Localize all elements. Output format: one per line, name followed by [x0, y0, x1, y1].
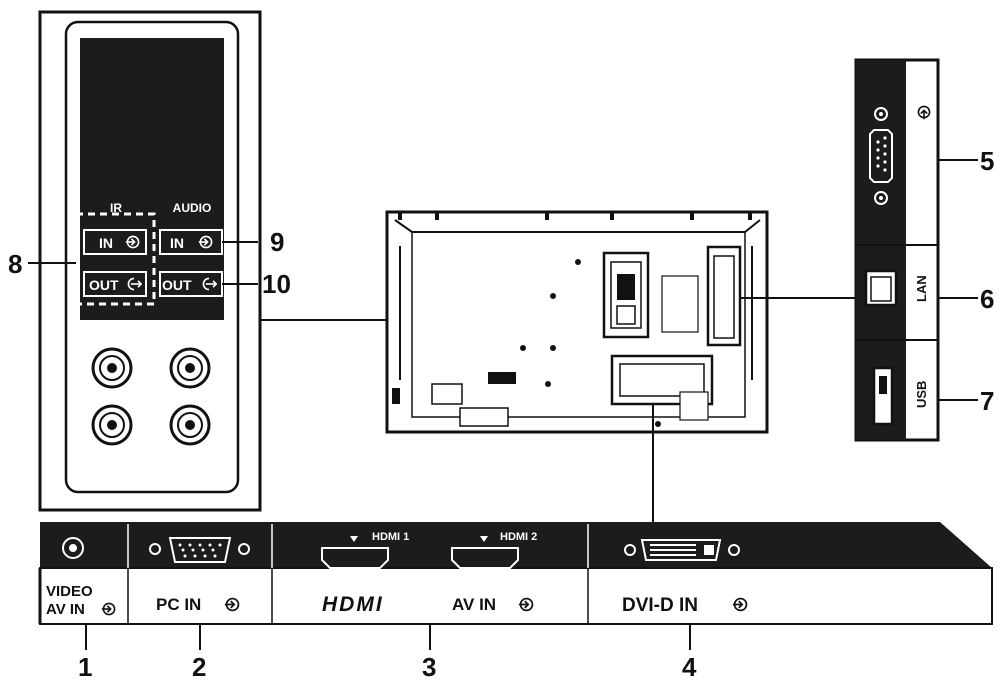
hdmi-logo: HDMI — [322, 593, 384, 616]
ir-group-box — [74, 212, 156, 306]
callout-4: 4 — [682, 652, 697, 682]
ir-in-label: IN — [99, 235, 113, 251]
audio-in-label: IN — [170, 235, 184, 251]
leader-lines-bottom — [85, 624, 691, 650]
callout-5: 5 — [980, 146, 994, 176]
video-label: VIDEO — [46, 583, 93, 600]
hdmi-port-icon[interactable] — [321, 536, 389, 569]
db9-port-icon[interactable] — [869, 107, 893, 205]
rca-jack-icon[interactable] — [62, 537, 84, 559]
callout-6: 6 — [980, 284, 994, 314]
right-terminal-panel: SERIAL IN LAN USB — [854, 58, 940, 442]
callout-9: 9 — [270, 227, 284, 257]
rca-jack-icon — [169, 404, 211, 446]
rca-jack-icon — [91, 347, 133, 389]
callout-3: 3 — [422, 652, 436, 682]
video-av-in-label: AV IN — [46, 601, 85, 618]
usb-port-icon[interactable] — [872, 366, 894, 426]
left-terminal-panel: IR AUDIO IN OUT IN OUT — [38, 10, 262, 512]
ir-in-port[interactable]: IN — [83, 229, 147, 255]
dvi-port-icon[interactable] — [624, 539, 740, 561]
hdmi1-label: HDMI 1 — [372, 531, 409, 543]
dvi-in-label: DVI-D IN — [622, 595, 698, 616]
rca-jack-icon — [91, 404, 133, 446]
audio-out-port[interactable]: OUT — [159, 271, 223, 297]
lan-label: LAN — [914, 275, 929, 302]
ir-out-label: OUT — [89, 277, 119, 293]
rj45-port-icon[interactable] — [864, 269, 898, 307]
ir-heading: IR — [110, 201, 122, 215]
audio-out-label: OUT — [162, 277, 192, 293]
ir-out-port[interactable]: OUT — [83, 271, 147, 297]
audio-in-port[interactable]: IN — [159, 229, 223, 255]
hdmi-port-icon[interactable] — [451, 536, 519, 569]
vga-port-icon[interactable] — [149, 537, 250, 563]
hdmi-av-in-label: AV IN — [452, 595, 496, 614]
callout-8: 8 — [8, 249, 22, 279]
leader-lines-center — [652, 297, 856, 522]
callout-7: 7 — [980, 386, 994, 416]
bottom-terminal-panel: VIDEO AV IN PC IN HDMI 1 HDMI 2 HDMI — [38, 522, 993, 625]
usb-label: USB — [914, 381, 929, 408]
callout-10: 10 — [262, 269, 291, 299]
display-rear-view — [385, 210, 769, 434]
hdmi2-label: HDMI 2 — [500, 531, 537, 543]
callout-1: 1 — [78, 652, 92, 682]
leader-lines-right — [938, 159, 978, 401]
callout-2: 2 — [192, 652, 206, 682]
pc-in-label: PC IN — [156, 595, 201, 614]
rca-jack-icon — [169, 347, 211, 389]
audio-heading: AUDIO — [173, 201, 212, 215]
serial-in-label: SERIAL IN — [914, 142, 929, 206]
